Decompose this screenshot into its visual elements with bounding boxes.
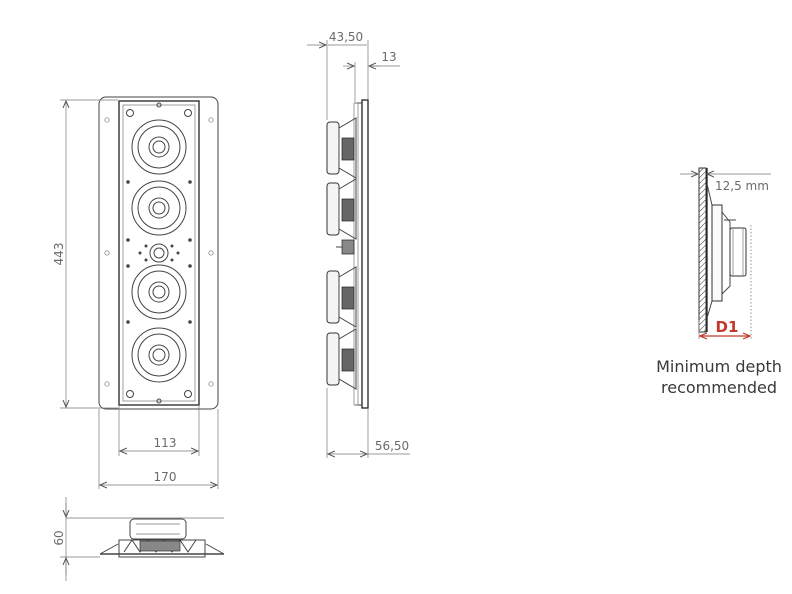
- dim-depth-60: 60: [52, 497, 100, 581]
- side-driver-4: [326, 328, 357, 390]
- front-outer-frame: [98, 96, 219, 410]
- dim-height: 443: [52, 99, 118, 409]
- dim-depth-60-label: 60: [52, 530, 66, 545]
- woofer-4: [131, 327, 187, 383]
- dim-height-label: 443: [52, 243, 66, 266]
- woofer-2: [131, 180, 187, 236]
- side-driver-2: [326, 178, 357, 240]
- dim-side-bottom-label: 56,50: [375, 439, 409, 453]
- dim-side-bottom: 56,50: [326, 388, 410, 458]
- dim-inner-width: 113: [118, 405, 200, 456]
- caption: Minimum depth recommended: [656, 357, 782, 397]
- detail-view: [698, 167, 752, 339]
- caption-line-1: Minimum depth: [656, 357, 782, 376]
- side-driver-3: [326, 266, 357, 328]
- tweeter: [149, 243, 169, 263]
- dim-outer-width: 170: [98, 409, 219, 489]
- flange-holes: [104, 117, 214, 387]
- woofer-3: [131, 264, 187, 320]
- front-inner-baffle: [118, 100, 200, 406]
- top-view: [66, 517, 225, 558]
- side-driver-1: [326, 117, 357, 179]
- front-view: [98, 96, 219, 410]
- dim-wall-thickness: 12,5 mm: [680, 174, 771, 193]
- dim-d1-label: D1: [716, 318, 739, 336]
- dim-wall-thickness-label: 12,5 mm: [715, 179, 769, 193]
- dim-side-total-label: 43,50: [329, 30, 363, 44]
- dim-outer-width-label: 170: [154, 470, 177, 484]
- side-tweeter: [336, 239, 355, 255]
- side-view: [326, 99, 369, 409]
- dim-side-flange: 13: [343, 50, 400, 102]
- dim-inner-width-label: 113: [154, 436, 177, 450]
- dim-side-total: 43,50: [307, 30, 369, 120]
- caption-line-2: recommended: [661, 378, 777, 397]
- baffle-screws: [126, 180, 192, 324]
- dim-side-flange-label: 13: [381, 50, 396, 64]
- woofer-1: [131, 119, 187, 175]
- dim-d1: D1: [700, 318, 750, 336]
- corner-screws: [126, 102, 192, 404]
